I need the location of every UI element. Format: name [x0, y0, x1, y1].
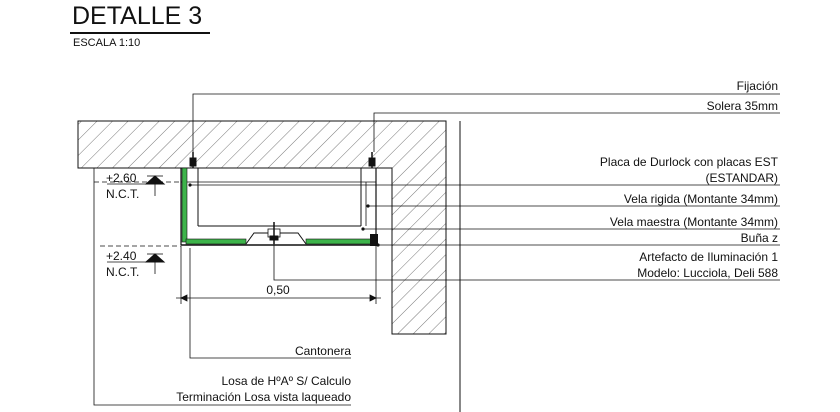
- label-artefacto-line2: Modelo: Lucciola, Deli 588: [637, 266, 778, 280]
- scale-label: ESCALA 1:10: [73, 37, 141, 49]
- leader-dots: [188, 183, 380, 247]
- leader-lines: [190, 93, 780, 281]
- detail-title: DETALLE 3: [72, 2, 203, 30]
- buna-z: [370, 234, 378, 246]
- light-fixture: [245, 222, 307, 245]
- label-cantonera: Cantonera: [295, 344, 351, 358]
- label-vela-rigida: Vela rigida (Montante 34mm): [624, 192, 778, 206]
- title-underline: [70, 32, 210, 34]
- concrete-slab: [77, 120, 447, 335]
- label-artefacto-line1: Artefacto de Iluminación 1: [639, 250, 778, 264]
- level-value-240: +2.40: [106, 249, 137, 263]
- label-losa-line2: Terminación Losa vista laqueado: [176, 390, 351, 404]
- label-losa-line1: Losa de HºAº S/ Calculo: [222, 374, 352, 388]
- label-solera: Solera 35mm: [707, 99, 778, 113]
- anchor-right: [368, 152, 376, 168]
- dimension-value: 0,50: [266, 283, 290, 297]
- level-value-260: +2.60: [106, 171, 137, 185]
- level-marker-240: +2.40 N.C.T.: [100, 245, 181, 279]
- label-fijacion: Fijación: [737, 79, 778, 93]
- level-marker-260: +2.60 N.C.T.: [94, 171, 181, 201]
- label-placa-line2: (ESTANDAR): [706, 171, 778, 185]
- label-vela-maestra: Vela maestra (Montante 34mm): [610, 215, 778, 229]
- leader-lines-bottom: [93, 168, 351, 406]
- ceiling-frame: [180, 168, 377, 246]
- label-buna: Buña z: [741, 231, 778, 245]
- anchor-left: [189, 152, 197, 168]
- level-ref-260: N.C.T.: [106, 187, 139, 201]
- dimension-line: [176, 246, 381, 304]
- label-placa-line1: Placa de Durlock con placas EST: [600, 155, 779, 169]
- level-ref-240: N.C.T.: [106, 265, 139, 279]
